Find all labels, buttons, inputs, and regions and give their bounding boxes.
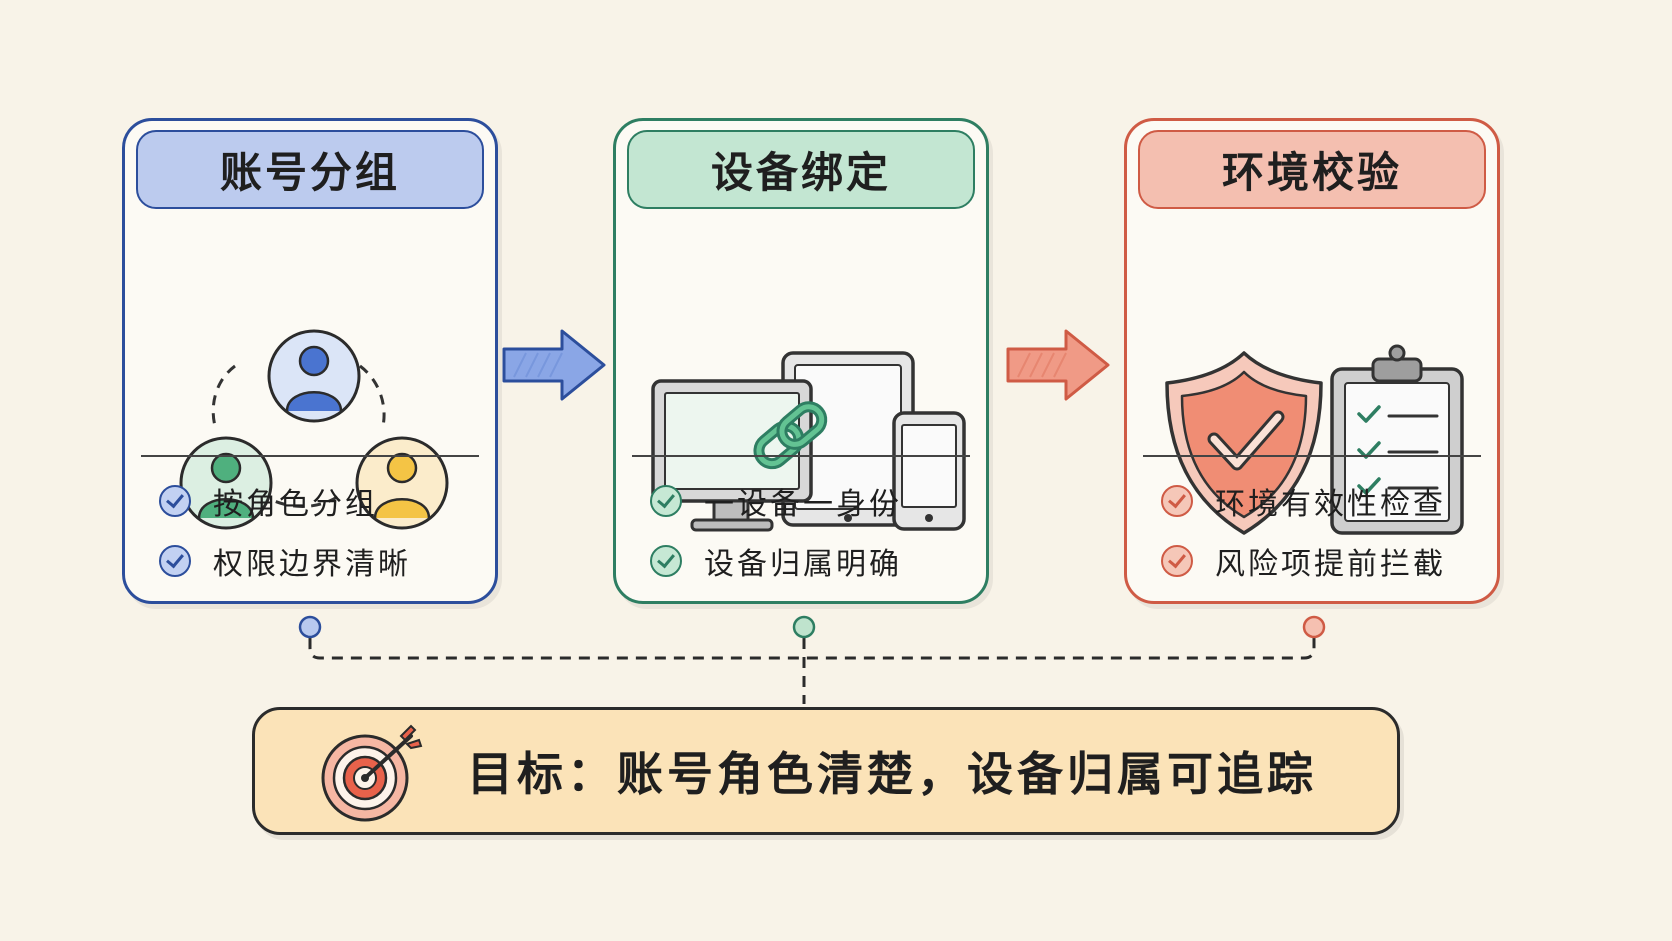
connector-dot-green xyxy=(792,615,816,639)
user-group-icon xyxy=(125,221,495,561)
arrow-right-icon xyxy=(502,329,606,401)
panel-title: 设备绑定 xyxy=(627,130,975,209)
user-avatar-green xyxy=(179,436,273,530)
list-item: 一设备一身份 xyxy=(650,471,902,531)
check-icon xyxy=(159,545,191,577)
list-item: 风险项提前拦截 xyxy=(1161,531,1446,591)
divider xyxy=(1143,455,1481,457)
chain-link-icon xyxy=(753,401,828,470)
panel-title: 环境校验 xyxy=(1138,130,1486,209)
user-avatar-yellow xyxy=(355,436,449,530)
check-icon xyxy=(650,545,682,577)
monitor-icon xyxy=(651,379,813,532)
list-item-label: 权限边界清晰 xyxy=(213,547,411,582)
panel-environment-check: 环境校验 环 xyxy=(1124,118,1500,604)
linked-devices-icon xyxy=(616,221,986,561)
list-item: 环境有效性检查 xyxy=(1161,471,1446,531)
check-icon xyxy=(650,485,682,517)
user-avatar-blue xyxy=(267,329,361,423)
list-item: 按角色分组 xyxy=(159,471,411,531)
panel-device-binding: 设备绑定 xyxy=(613,118,989,604)
clipboard-checklist-icon xyxy=(1330,344,1464,535)
list-item: 设备归属明确 xyxy=(650,531,902,591)
list-item-label: 一设备一身份 xyxy=(704,487,902,522)
check-icon xyxy=(159,485,191,517)
target-arrow-icon xyxy=(321,724,423,822)
connector-dot-blue xyxy=(298,615,322,639)
feature-list: 环境有效性检查 风险项提前拦截 xyxy=(1161,471,1446,591)
panel-title: 账号分组 xyxy=(136,130,484,209)
feature-list: 按角色分组 权限边界清晰 xyxy=(159,471,411,591)
check-icon xyxy=(1161,485,1193,517)
goal-text: 目标：账号角色清楚，设备归属可追踪 xyxy=(467,747,1317,801)
list-item-label: 设备归属明确 xyxy=(704,547,902,582)
list-item-label: 按角色分组 xyxy=(213,487,378,522)
goal-banner: 目标：账号角色清楚，设备归属可追踪 xyxy=(252,707,1400,835)
shield-checklist-icon xyxy=(1127,221,1497,561)
list-item-label: 环境有效性检查 xyxy=(1215,487,1446,522)
divider xyxy=(632,455,970,457)
panel-account-grouping: 账号分组 按角色分组 xyxy=(122,118,498,604)
feature-list: 一设备一身份 设备归属明确 xyxy=(650,471,902,591)
list-item: 权限边界清晰 xyxy=(159,531,411,591)
shield-icon xyxy=(1165,351,1323,535)
smartphone-icon xyxy=(892,411,966,531)
connector-dot-red xyxy=(1302,615,1326,639)
divider xyxy=(141,455,479,457)
list-item-label: 风险项提前拦截 xyxy=(1215,547,1446,582)
check-icon xyxy=(1161,545,1193,577)
arrow-right-icon xyxy=(1006,329,1110,401)
